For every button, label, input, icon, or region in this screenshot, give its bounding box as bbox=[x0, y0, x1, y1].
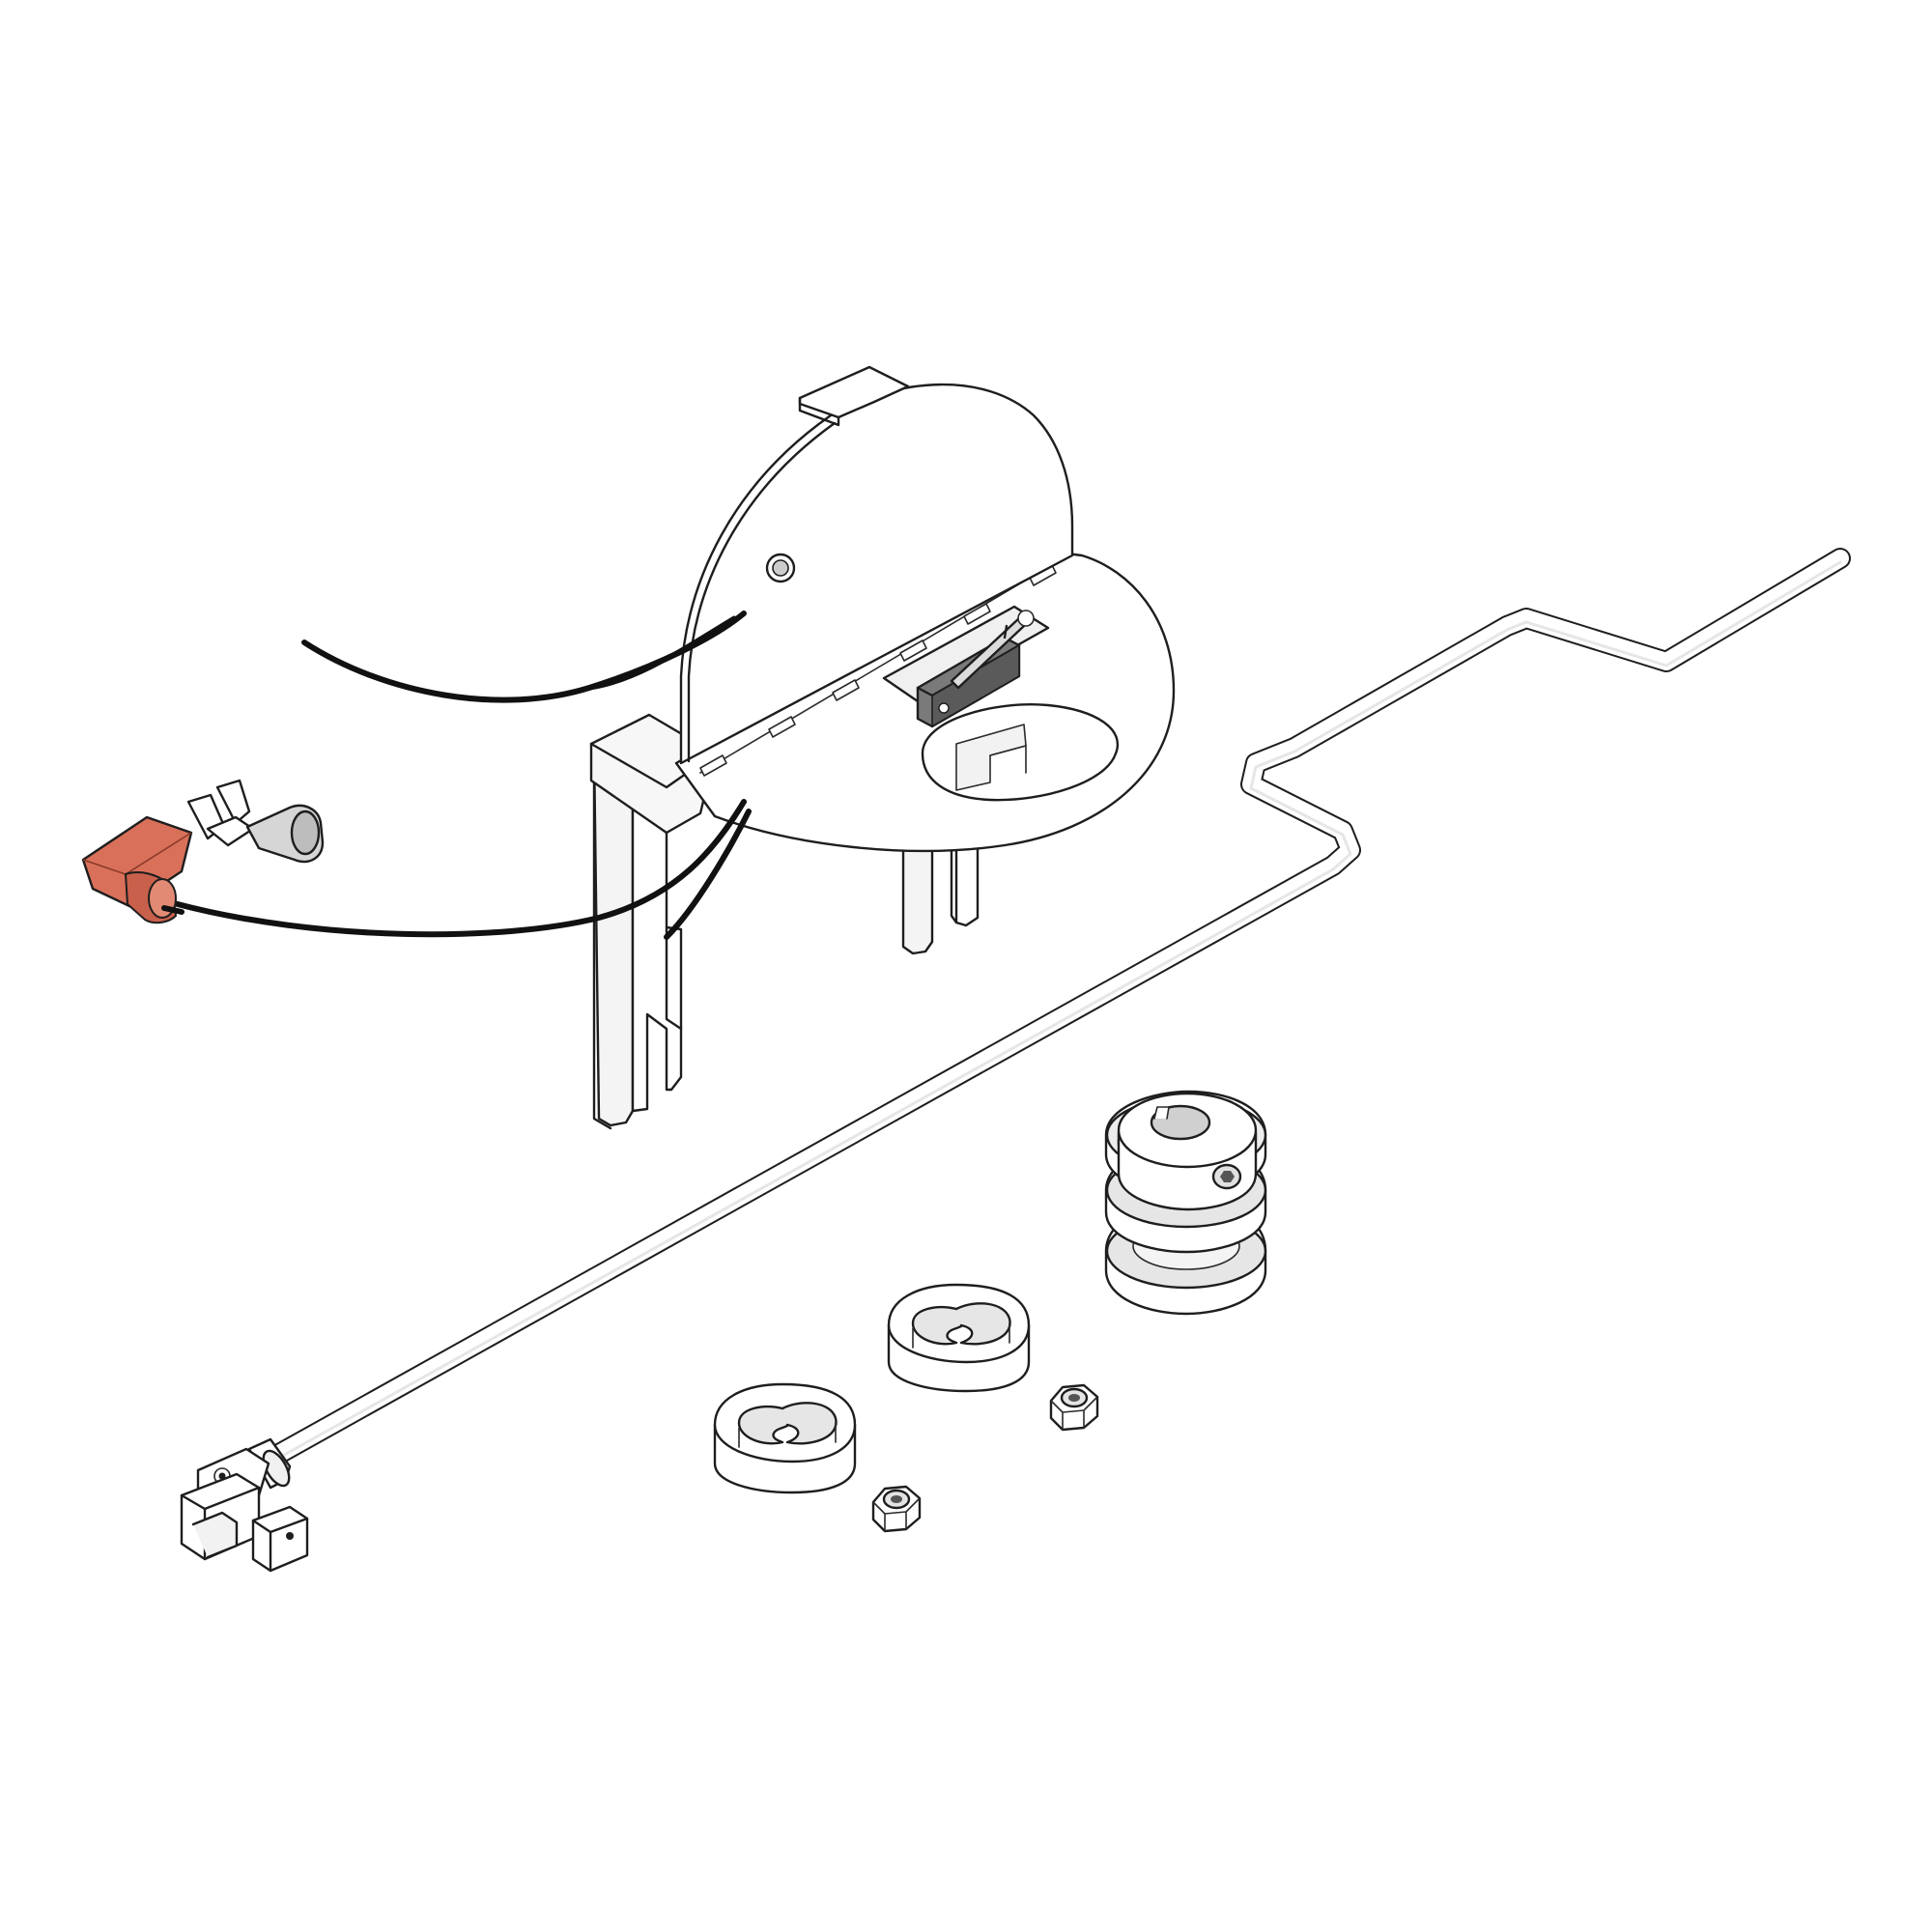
limit-switch bbox=[916, 610, 1035, 728]
hinge-tabs bbox=[699, 564, 1057, 777]
spade-connector bbox=[81, 815, 193, 924]
clip-2 bbox=[887, 1283, 1031, 1393]
crank-rod bbox=[260, 548, 1851, 1469]
wire-harness bbox=[171, 611, 752, 940]
clip-1 bbox=[713, 1382, 857, 1494]
lock-nut-1 bbox=[1049, 1383, 1099, 1432]
universal-joint bbox=[180, 1437, 309, 1573]
v-belt-pulley bbox=[1104, 1090, 1267, 1316]
lock-nut-2 bbox=[871, 1485, 922, 1533]
fork-terminal bbox=[186, 779, 325, 864]
